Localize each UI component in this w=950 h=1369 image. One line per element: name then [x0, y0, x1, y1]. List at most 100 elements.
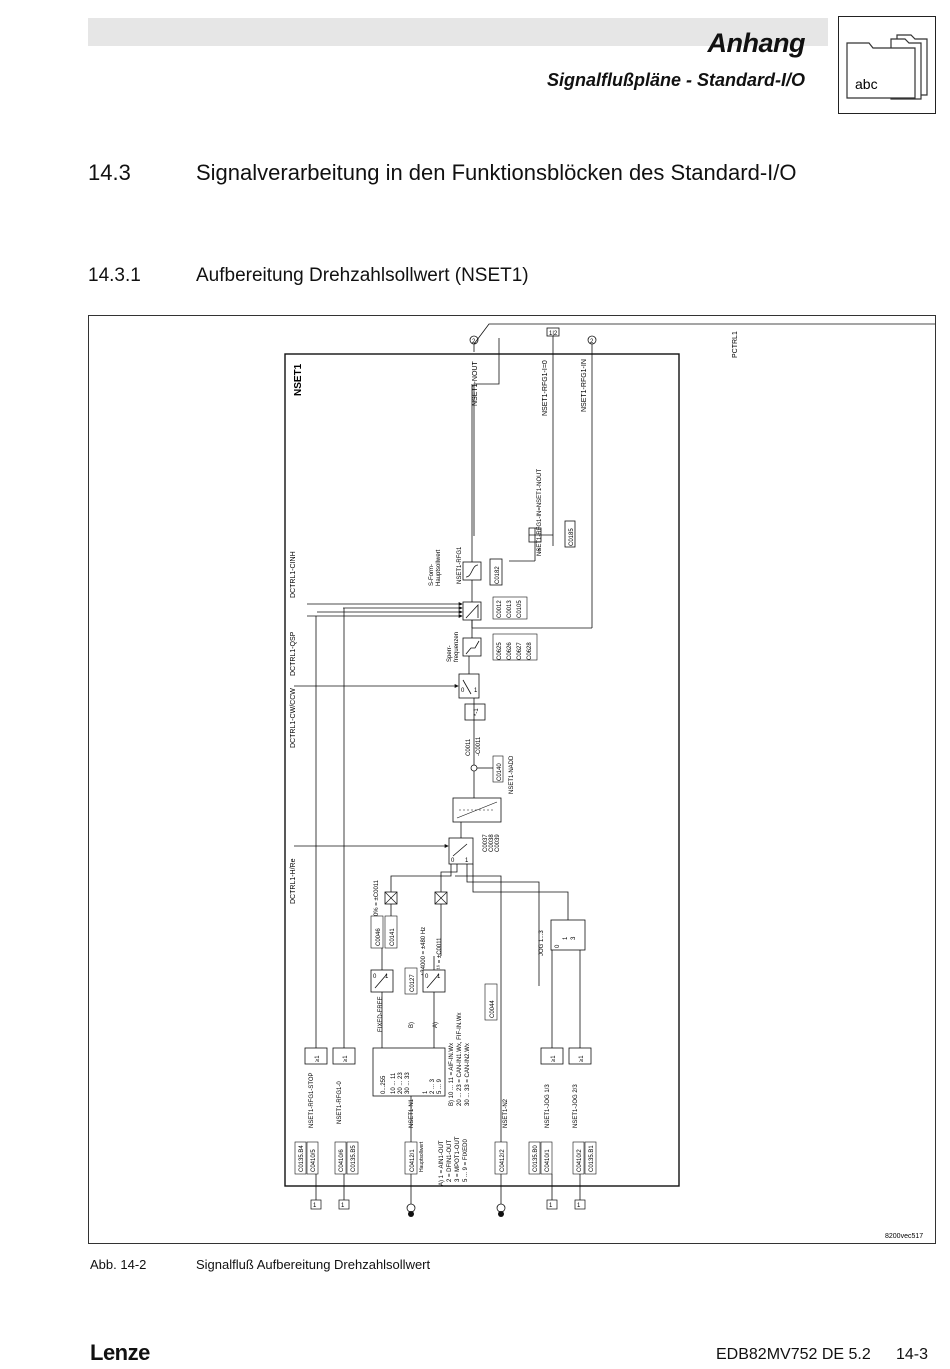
svg-text:NSET1-NADD: NSET1-NADD	[509, 755, 515, 794]
tab-label: abc	[855, 76, 878, 92]
gate-rfg1-stop: ≥1	[304, 1047, 328, 1065]
svg-text:2: 2	[590, 339, 594, 345]
svg-text:20 ... 23: 20 ... 23	[398, 1072, 404, 1094]
svg-text:1: 1	[577, 1203, 581, 1209]
sig-rfg1-in: NSET1-RFG1-IN	[581, 359, 588, 412]
subsection-number: 14.3.1	[88, 265, 141, 286]
svg-text:0: 0	[461, 688, 465, 694]
svg-text:0...255: 0...255	[381, 1075, 387, 1094]
svg-text:NSET1-JOG 2/3: NSET1-JOG 2/3	[573, 1084, 579, 1128]
doc-number: EDB82MV752 DE 5.2	[716, 1346, 871, 1363]
svg-text:C0140: C0140	[497, 763, 503, 781]
svg-text:C0625: C0625	[497, 642, 503, 660]
svg-text:C0410/6: C0410/6	[339, 1149, 345, 1172]
gate-rfg1-0: ≥1	[332, 1047, 356, 1065]
svg-text:C0044: C0044	[490, 1000, 496, 1018]
skip-freq-block	[462, 637, 482, 657]
svg-text:NSET1-JOG 1/3: NSET1-JOG 1/3	[545, 1084, 551, 1128]
svg-text:5 ... 9: 5 ... 9	[437, 1078, 443, 1094]
header-bar	[88, 18, 828, 46]
svg-text:1: 1	[437, 974, 441, 980]
sig-nout: NSET1-NOUT	[472, 361, 479, 406]
chapter-title: Anhang	[707, 28, 806, 58]
svg-text:S-Form-: S-Form-	[429, 564, 435, 586]
svg-text:NSET1-RFG1-IN=NSET1-NOUT: NSET1-RFG1-IN=NSET1-NOUT	[537, 468, 543, 556]
ctrl-cinh: DCTRL1-CINH	[290, 551, 297, 598]
svg-text:C0046: C0046	[376, 928, 382, 946]
svg-text:1: 1	[549, 1203, 553, 1209]
jog-selector	[550, 919, 586, 951]
svg-text:C0038: C0038	[489, 834, 495, 852]
svg-text:C0627: C0627	[517, 642, 523, 660]
svg-text:C0039: C0039	[495, 834, 501, 852]
svg-text:C0135.B1: C0135.B1	[589, 1145, 595, 1172]
gate-jog23: ≥1	[568, 1047, 592, 1065]
svg-text:C0410/2: C0410/2	[577, 1149, 583, 1172]
svg-text:C0141: C0141	[390, 928, 396, 946]
svg-text:C0185: C0185	[569, 528, 575, 546]
svg-text:C0012: C0012	[497, 600, 503, 618]
gate-jog13: ≥1	[540, 1047, 564, 1065]
svg-text:10 ... 11: 10 ... 11	[391, 1072, 397, 1094]
register-tab-icon: abc	[838, 16, 936, 114]
svg-text:3 = MPOT1-OUT: 3 = MPOT1-OUT	[455, 1136, 461, 1182]
svg-text:FIXED-FREE: FIXED-FREE	[378, 996, 384, 1032]
svg-text:1: 1	[563, 936, 569, 940]
ctrl-hre: DCTRL1-H/Re	[290, 858, 297, 904]
svg-text:Hauptsollwert: Hauptsollwert	[419, 1141, 425, 1172]
svg-text:Sperr-: Sperr-	[447, 645, 453, 662]
svg-text:5 ... 9 = FIXED0: 5 ... 9 = FIXED0	[463, 1138, 469, 1182]
figure-code: 8200vec517	[885, 1233, 923, 1240]
svg-text:B): B)	[409, 1022, 415, 1028]
svg-text:0: 0	[451, 858, 455, 864]
svg-text:30 ... 33: 30 ... 33	[405, 1072, 411, 1094]
svg-text:3: 3	[571, 936, 577, 940]
svg-text:≥1: ≥1	[315, 1055, 321, 1062]
svg-text:C0013: C0013	[507, 600, 513, 618]
svg-text:≥1: ≥1	[551, 1055, 557, 1062]
caption-label: Abb. 14-2	[90, 1257, 147, 1272]
svg-text:1: 1	[465, 858, 469, 864]
svg-text:A) 1 = AIN1-OUT: A) 1 = AIN1-OUT	[439, 1140, 445, 1186]
svg-text:C0011: C0011	[466, 738, 472, 756]
svg-text:NSET1-RFG1-0: NSET1-RFG1-0	[337, 1081, 343, 1124]
sig-rfg1-i0: NSET1-RFG1-I=0	[542, 360, 549, 416]
svg-text:NSET1-RFG1-STOP: NSET1-RFG1-STOP	[309, 1072, 315, 1128]
svg-text:1|2: 1|2	[549, 331, 558, 337]
svg-text:C0410/5: C0410/5	[311, 1149, 317, 1172]
subsection-title: Aufbereitung Drehzahlsollwert (NSET1)	[196, 265, 529, 286]
svg-text:B) 10 ... 11 = AIF-IN.Wx: B) 10 ... 11 = AIF-IN.Wx	[449, 1043, 455, 1106]
svg-text:30 ... 33 = CAN-IN2.Wx: 30 ... 33 = CAN-IN2.Wx	[465, 1043, 471, 1106]
svg-text:C0105: C0105	[517, 600, 523, 618]
svg-text:NSET1-RFG1: NSET1-RFG1	[457, 546, 463, 584]
svg-text:1: 1	[423, 1090, 429, 1094]
svg-text:C0135.B0: C0135.B0	[533, 1145, 539, 1172]
caption-text: Signalfluß Aufbereitung Drehzahlsollwert	[196, 1257, 431, 1272]
svg-text:C0135.B4: C0135.B4	[299, 1145, 305, 1172]
ctrl-qsp: DCTRL1-QSP	[290, 631, 297, 676]
svg-text:Hauptsollwert: Hauptsollwert	[436, 549, 442, 586]
svg-text:C0412/2: C0412/2	[500, 1149, 506, 1172]
svg-text:2: 2	[472, 339, 476, 345]
ctrl-cwccw: DCTRL1-CW/CCW	[290, 688, 297, 748]
svg-text:C0626: C0626	[507, 642, 513, 660]
chapter-subtitle: Signalflußpläne - Standard-I/O	[546, 70, 805, 90]
svg-text:C0182: C0182	[495, 566, 501, 584]
svg-text:JOG 1...3: JOG 1...3	[539, 930, 545, 956]
section-title: Signalverarbeitung in den Funktionsblöck…	[196, 160, 797, 185]
svg-text:=: =	[537, 548, 543, 552]
svg-text:frequenzen: frequenzen	[454, 632, 460, 662]
svg-text:A): A)	[433, 1022, 439, 1028]
signal-flow-diagram: NSET1 2 NSET1-NOUT 1|2 NSET1-RFG1-I=0 2 …	[88, 315, 936, 1244]
svg-text:1: 1	[341, 1203, 345, 1209]
svg-text:*-1: *-1	[474, 708, 480, 716]
page-number: 14-3	[896, 1346, 929, 1363]
svg-text:≥1: ≥1	[579, 1055, 585, 1062]
nset1-block	[284, 353, 680, 1187]
svg-text:C0127: C0127	[410, 974, 416, 992]
svg-text:1: 1	[474, 688, 478, 694]
svg-text:0: 0	[425, 974, 429, 980]
svg-text:±24000 = ±480 Hz: ±24000 = ±480 Hz	[421, 927, 427, 976]
svg-text:2 ... 3: 2 ... 3	[430, 1078, 436, 1094]
lenze-logo: Lenze	[90, 1340, 150, 1365]
